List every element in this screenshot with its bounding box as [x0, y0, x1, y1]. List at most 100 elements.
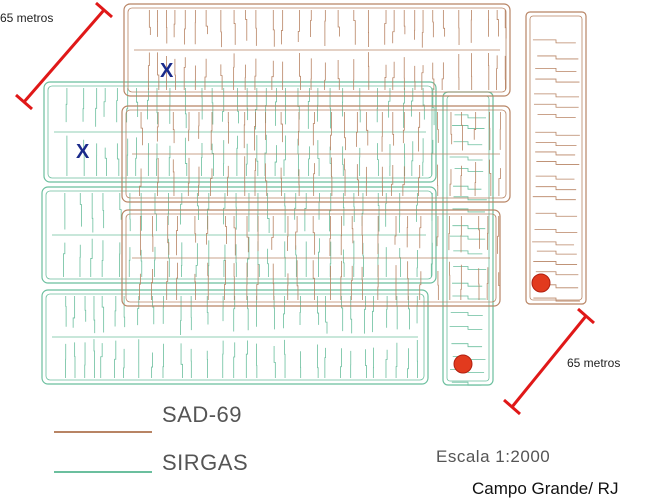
lot-line — [257, 241, 260, 277]
sad69-layer — [121, 3, 587, 307]
lot-line — [384, 10, 387, 45]
lot-line — [395, 342, 398, 378]
lot-line — [297, 10, 300, 42]
lot-line — [449, 156, 483, 161]
x-marker-sirgas: X — [76, 141, 90, 163]
lot-line — [162, 343, 164, 378]
legend-label-sirgas: SIRGAS — [162, 450, 249, 475]
lot-line — [344, 112, 346, 151]
lot-line — [453, 266, 487, 270]
lot-line — [317, 296, 320, 325]
lot-line — [157, 158, 159, 196]
lot-line — [460, 165, 462, 196]
lot-line — [295, 245, 297, 277]
lot-line — [211, 143, 214, 176]
lot-line — [245, 143, 248, 176]
lot-line — [416, 193, 418, 222]
lot-line — [184, 10, 186, 45]
lot-line — [452, 295, 486, 300]
lot-line — [421, 10, 424, 48]
lot-line — [157, 52, 160, 90]
block-inner-border — [45, 190, 433, 280]
lot-line — [91, 193, 94, 233]
lot-line — [431, 139, 434, 176]
lot-line — [147, 52, 150, 90]
lot-line — [318, 238, 320, 277]
lot-line — [436, 216, 439, 247]
lot-line — [329, 216, 331, 256]
lot-line — [168, 145, 171, 176]
lot-line — [307, 88, 310, 129]
lot-line — [460, 264, 462, 300]
lot-line — [79, 193, 82, 227]
lot-line — [450, 112, 453, 145]
lot-line — [116, 88, 118, 123]
lot-line — [496, 10, 499, 37]
lot-line — [449, 169, 452, 196]
lot-line — [535, 212, 578, 217]
lot-line — [340, 348, 342, 378]
lot-line — [537, 55, 579, 60]
lot-line — [384, 64, 387, 90]
lot-line — [365, 349, 367, 378]
lot-line — [532, 241, 575, 246]
lot-line — [205, 10, 208, 35]
lot-line — [123, 348, 125, 378]
measure-lines — [15, 1, 595, 416]
lot-line — [403, 10, 406, 35]
lot-line — [156, 112, 159, 142]
lot-line — [356, 164, 360, 196]
sirgas-block-1 — [43, 81, 437, 183]
lot-line — [176, 216, 178, 256]
lot-line — [453, 141, 483, 146]
lot-line — [140, 249, 143, 277]
lot-line — [534, 93, 580, 98]
lot-line — [441, 62, 444, 90]
lot-line — [206, 216, 209, 245]
place-label: Campo Grande/ RJ — [472, 479, 619, 498]
legend-label-sad69: SAD-69 — [162, 402, 243, 427]
lot-line — [473, 112, 477, 140]
lot-line — [437, 112, 439, 143]
sirgas-block-2 — [41, 186, 437, 284]
lot-line — [222, 88, 225, 122]
sirgas-lots — [45, 85, 490, 386]
lot-line — [419, 216, 422, 249]
lot-line — [65, 88, 68, 123]
lot-line — [402, 166, 405, 196]
lot-line — [399, 248, 401, 277]
measure-line-top-left — [22, 9, 106, 103]
lot-line — [267, 193, 270, 233]
measure-tick — [577, 307, 595, 325]
lot-line — [535, 78, 580, 83]
lot-line — [184, 88, 187, 129]
lot-line — [313, 163, 315, 196]
lot-line — [451, 381, 482, 386]
lot-line — [254, 158, 256, 196]
scale-label: Escala 1:2000 — [436, 447, 551, 466]
measure-tick — [503, 398, 521, 416]
lot-line — [342, 146, 344, 176]
lot-line — [392, 61, 395, 90]
lot-line — [84, 296, 87, 322]
lot-line — [418, 164, 421, 196]
lot-line — [295, 216, 298, 250]
lot-line — [421, 65, 424, 90]
block-inner-border — [127, 7, 507, 93]
lot-line — [281, 10, 284, 45]
lot-line — [139, 273, 141, 300]
lot-line — [275, 88, 277, 126]
lot-line — [452, 282, 483, 287]
lot-line — [294, 193, 297, 220]
lot-line — [356, 112, 358, 147]
lot-line — [233, 216, 236, 256]
measure-tick — [15, 93, 33, 111]
lot-line — [392, 10, 395, 44]
block-inner-border — [47, 85, 433, 179]
lot-line — [312, 260, 315, 300]
lot-line — [364, 296, 366, 334]
sad69-block-3 — [121, 209, 501, 307]
lot-line — [418, 112, 421, 152]
lot-line — [452, 225, 486, 230]
lot-line — [419, 271, 422, 300]
